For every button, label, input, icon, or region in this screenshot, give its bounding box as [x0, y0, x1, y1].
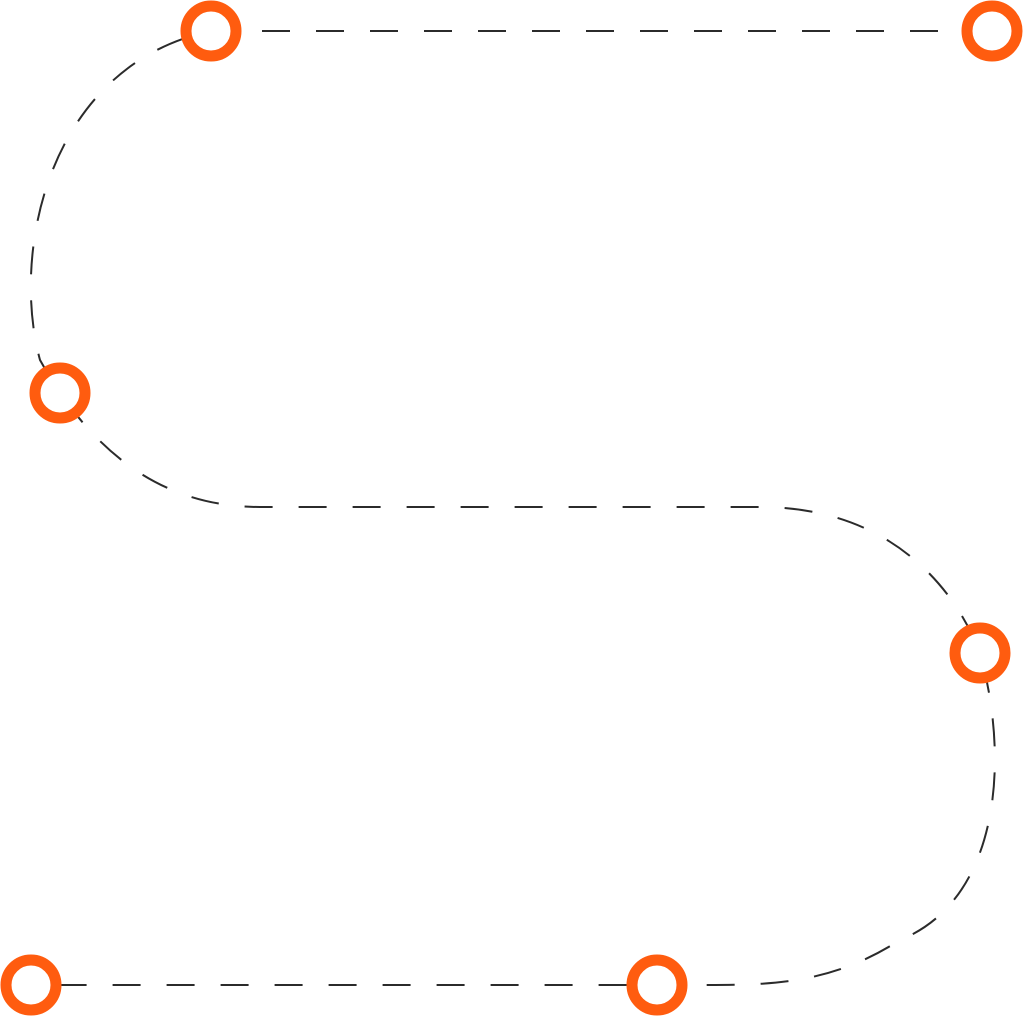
ring-marker-icon — [626, 954, 688, 1016]
ring-marker-icon — [961, 0, 1023, 62]
ring-marker-icon — [0, 954, 62, 1016]
ring-marker-icon — [29, 362, 91, 424]
dashed-route-path — [29, 30, 996, 986]
ring-marker-icon — [180, 0, 242, 62]
ring-marker-icon — [949, 622, 1011, 684]
